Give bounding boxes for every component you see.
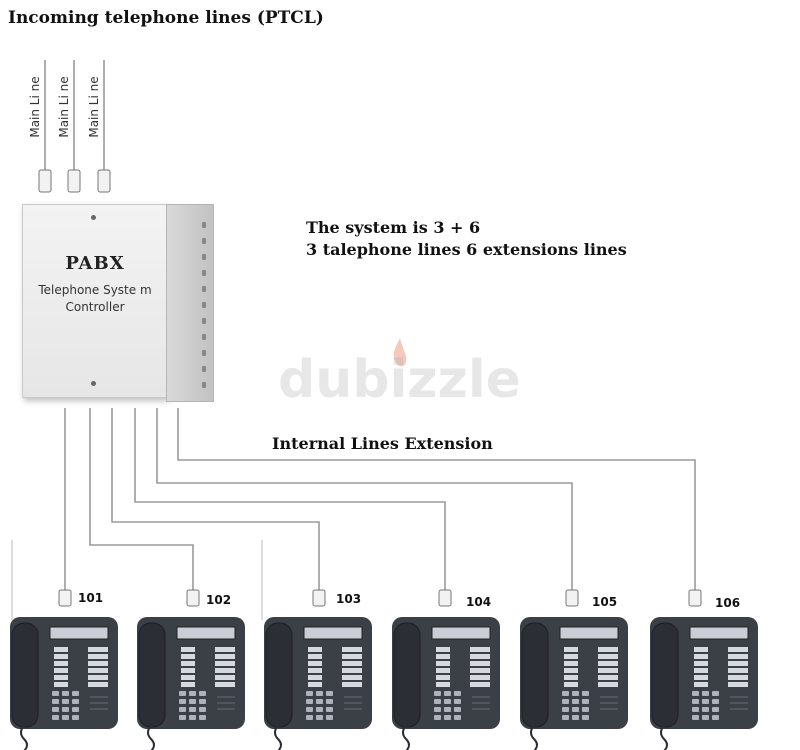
incoming-connectors: [38, 169, 111, 193]
incoming-line-cables: [44, 60, 105, 170]
rj-connector-icon: [97, 169, 111, 193]
extension-label-102: 102: [206, 593, 232, 607]
rj-connector-icon: [312, 589, 326, 607]
telephone-icon-106: [650, 617, 758, 750]
watermark-logo: dubizzle: [278, 350, 521, 410]
extension-cable-105: [156, 408, 573, 590]
rj-connector-icon: [58, 589, 72, 607]
extension-label-101: 101: [78, 591, 104, 605]
telephone-icon-105: [520, 617, 628, 750]
rj-connector-icon: [67, 169, 81, 193]
diagram-title: Incoming telephone lines (PTCL): [8, 8, 324, 28]
rj-connector-icon: [186, 589, 200, 607]
pabx-subtitle-line2: Controller: [65, 300, 125, 314]
rj-connector-icon: [565, 589, 579, 607]
telephone-icon-101: [10, 617, 118, 750]
extension-cable-104: [134, 408, 446, 590]
extension-label-103: 103: [336, 592, 362, 606]
pabx-side-panel: [166, 204, 214, 402]
extension-label-104: 104: [466, 595, 492, 609]
screw-icon: [91, 381, 96, 386]
telephone-icon-104: [392, 617, 500, 750]
telephone-icon-103: [264, 617, 372, 750]
pabx-title: PABX: [65, 253, 125, 274]
rj-connector-icon: [688, 589, 702, 607]
pabx-controller-box: PABX Telephone Syste m Controller: [22, 204, 214, 402]
extension-cable-103: [111, 408, 320, 590]
pabx-subtitle-line1: Telephone Syste m: [38, 283, 152, 297]
system-info-line2: 3 talephone lines 6 extensions lines: [306, 240, 627, 259]
screw-icon: [91, 215, 96, 220]
extension-connectors: [58, 589, 702, 607]
extension-cable-102: [89, 408, 194, 590]
system-info-line1: The system is 3 + 6: [306, 218, 481, 237]
watermark-flame-icon: [393, 338, 407, 367]
extension-label-106: 106: [715, 596, 741, 610]
extension-label-105: 105: [592, 595, 618, 609]
rj-connector-icon: [438, 589, 452, 607]
telephone-icon-102: [137, 617, 245, 750]
extension-cables: [64, 408, 696, 590]
rj-connector-icon: [38, 169, 52, 193]
extension-cable-106: [177, 408, 696, 590]
pabx-front-panel: PABX Telephone Syste m Controller: [22, 204, 168, 398]
internal-lines-heading: Internal Lines Extension: [272, 434, 493, 453]
